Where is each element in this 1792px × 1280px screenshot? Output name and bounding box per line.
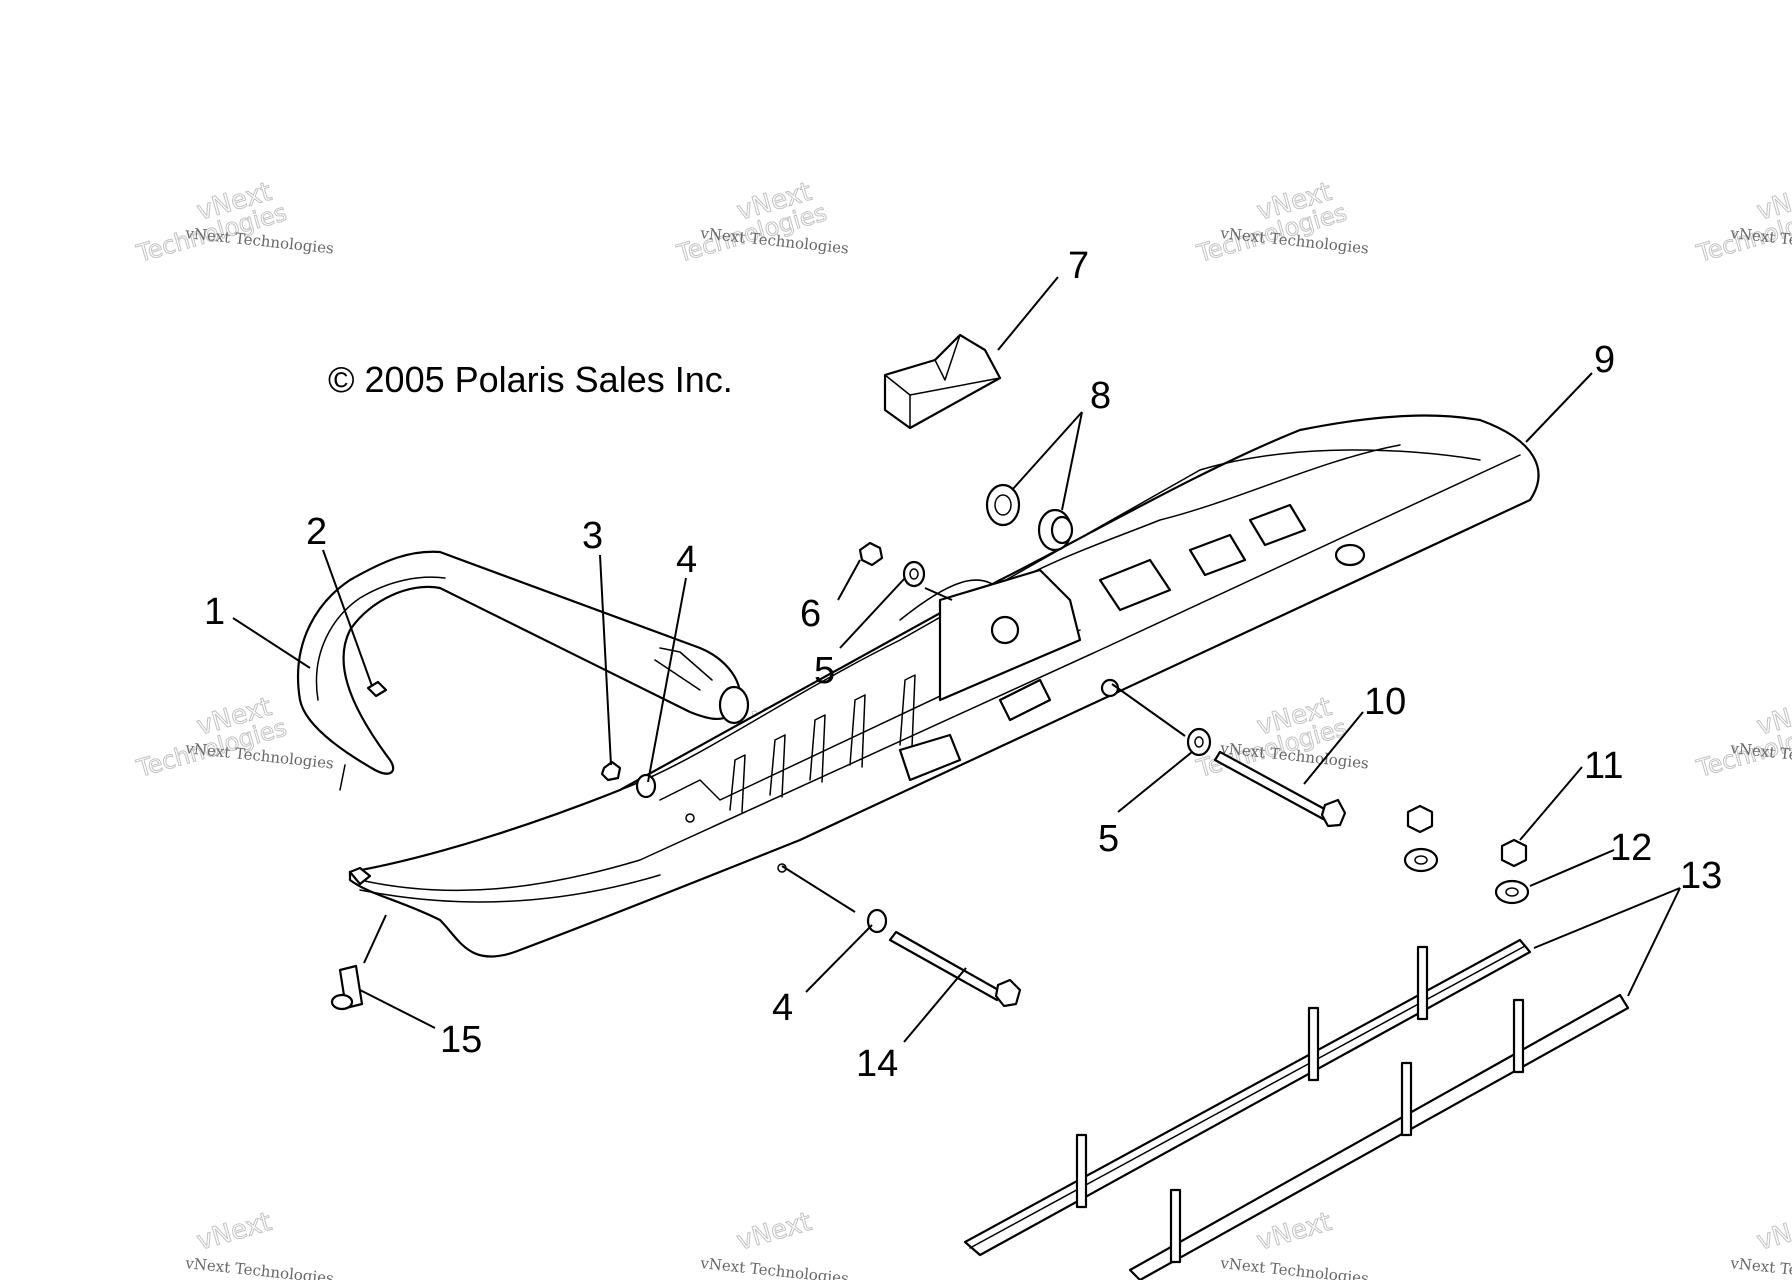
callout-1: 1: [204, 591, 225, 633]
leader-lines: [232, 276, 1681, 1043]
callout-5: 5: [814, 650, 835, 692]
watermark: vNext vNext Technologies: [699, 1206, 850, 1280]
watermark: vNext Technologies vNext Technologies: [672, 176, 849, 268]
runner-stud: [1512, 998, 1525, 1074]
callout-2: 2: [306, 511, 327, 553]
callout-13: 13: [1680, 855, 1722, 897]
svg-text:vNext: vNext: [194, 1207, 275, 1257]
runner-stud: [1075, 1133, 1088, 1209]
ski-body: [348, 414, 1540, 958]
callout-5: 5: [1098, 818, 1119, 860]
callout-6: 6: [800, 593, 821, 635]
callout-8: 8: [1090, 375, 1111, 417]
svg-text:vNext: vNext: [1254, 1207, 1335, 1257]
svg-text:vNext: vNext: [734, 1207, 815, 1257]
callout-4: 4: [772, 987, 793, 1029]
svg-text:vNext: vNext: [1754, 1207, 1792, 1257]
watermark: vNext Technologies vNext Technologies: [1692, 176, 1792, 268]
callout-4: 4: [676, 539, 697, 581]
watermark: vNext vNext Technologies: [184, 1206, 335, 1280]
ski-handle: [296, 550, 750, 791]
svg-text:vNext Technologies: vNext Technologies: [699, 1254, 850, 1280]
callout-9: 9: [1594, 339, 1615, 381]
runner-stud: [1400, 1061, 1413, 1137]
callout-labels: 1 2 3 4 4 5 5 6 7 8 9 10 11 12 13 14 15: [204, 245, 1722, 1085]
callout-10: 10: [1364, 681, 1406, 723]
watermark: vNext vNext Technologies: [1729, 1206, 1792, 1280]
callout-3: 3: [582, 515, 603, 557]
hardware: [330, 541, 1530, 1011]
svg-text:vNext Technologies: vNext Technologies: [1219, 1254, 1370, 1280]
callout-14: 14: [856, 1043, 898, 1085]
callout-7: 7: [1068, 245, 1089, 287]
bushings: [985, 483, 1074, 552]
runner-stud: [1307, 1006, 1320, 1082]
ski-bumper: [883, 333, 1002, 430]
watermark: vNext Technologies vNext Technologies: [1692, 691, 1792, 783]
callout-11: 11: [1584, 745, 1623, 787]
copyright-text: © 2005 Polaris Sales Inc.: [328, 359, 733, 400]
callout-15: 15: [440, 1019, 482, 1061]
ski-runners: [963, 938, 1630, 1280]
callout-12: 12: [1610, 827, 1652, 869]
runner-stud: [1416, 945, 1429, 1021]
watermark: vNext Technologies vNext Technologies: [1192, 176, 1369, 268]
runner-stud: [1169, 1188, 1182, 1264]
svg-text:vNext Technologies: vNext Technologies: [184, 1254, 335, 1280]
watermark: vNext Technologies vNext Technologies: [132, 176, 334, 268]
svg-text:vNext Technologies: vNext Technologies: [1729, 1254, 1792, 1280]
